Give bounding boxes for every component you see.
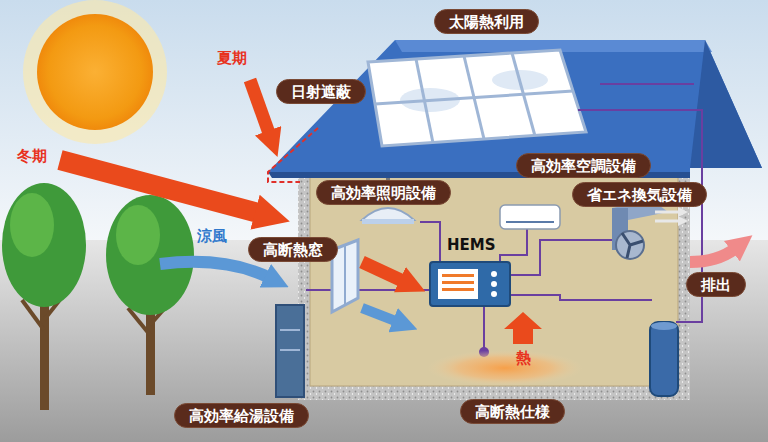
label-pill: 高断熱仕様 bbox=[460, 399, 565, 424]
pill-text: 排出 bbox=[701, 276, 731, 294]
pill-text: 省エネ換気設備 bbox=[587, 186, 692, 204]
pill-text: 高断熱窓 bbox=[263, 241, 323, 259]
pill-text: 日射遮蔽 bbox=[291, 83, 351, 101]
label-pill: 高効率照明設備 bbox=[316, 180, 451, 205]
plain-label: 涼風 bbox=[197, 227, 227, 245]
label-pill: 排出 bbox=[686, 272, 746, 297]
label-pill: 高効率空調設備 bbox=[516, 153, 651, 178]
plain-label: 夏期 bbox=[217, 49, 247, 67]
label-pill: 日射遮蔽 bbox=[276, 79, 366, 104]
pill-text: 太陽熱利用 bbox=[449, 13, 524, 31]
pill-text: 高効率給湯設備 bbox=[189, 407, 294, 425]
label-pill: 省エネ換気設備 bbox=[572, 182, 707, 207]
label-pill: 高断熱窓 bbox=[248, 237, 338, 262]
plain-label: 冬期 bbox=[17, 147, 47, 165]
plain-label: HEMS bbox=[447, 236, 496, 254]
pill-text: 高効率照明設備 bbox=[331, 184, 436, 202]
label-pill: 高効率給湯設備 bbox=[174, 403, 309, 428]
pill-text: 高効率空調設備 bbox=[531, 157, 636, 175]
plain-label: 熱 bbox=[516, 349, 531, 367]
pill-text: 高断熱仕様 bbox=[475, 403, 550, 421]
label-pill: 太陽熱利用 bbox=[434, 9, 539, 34]
